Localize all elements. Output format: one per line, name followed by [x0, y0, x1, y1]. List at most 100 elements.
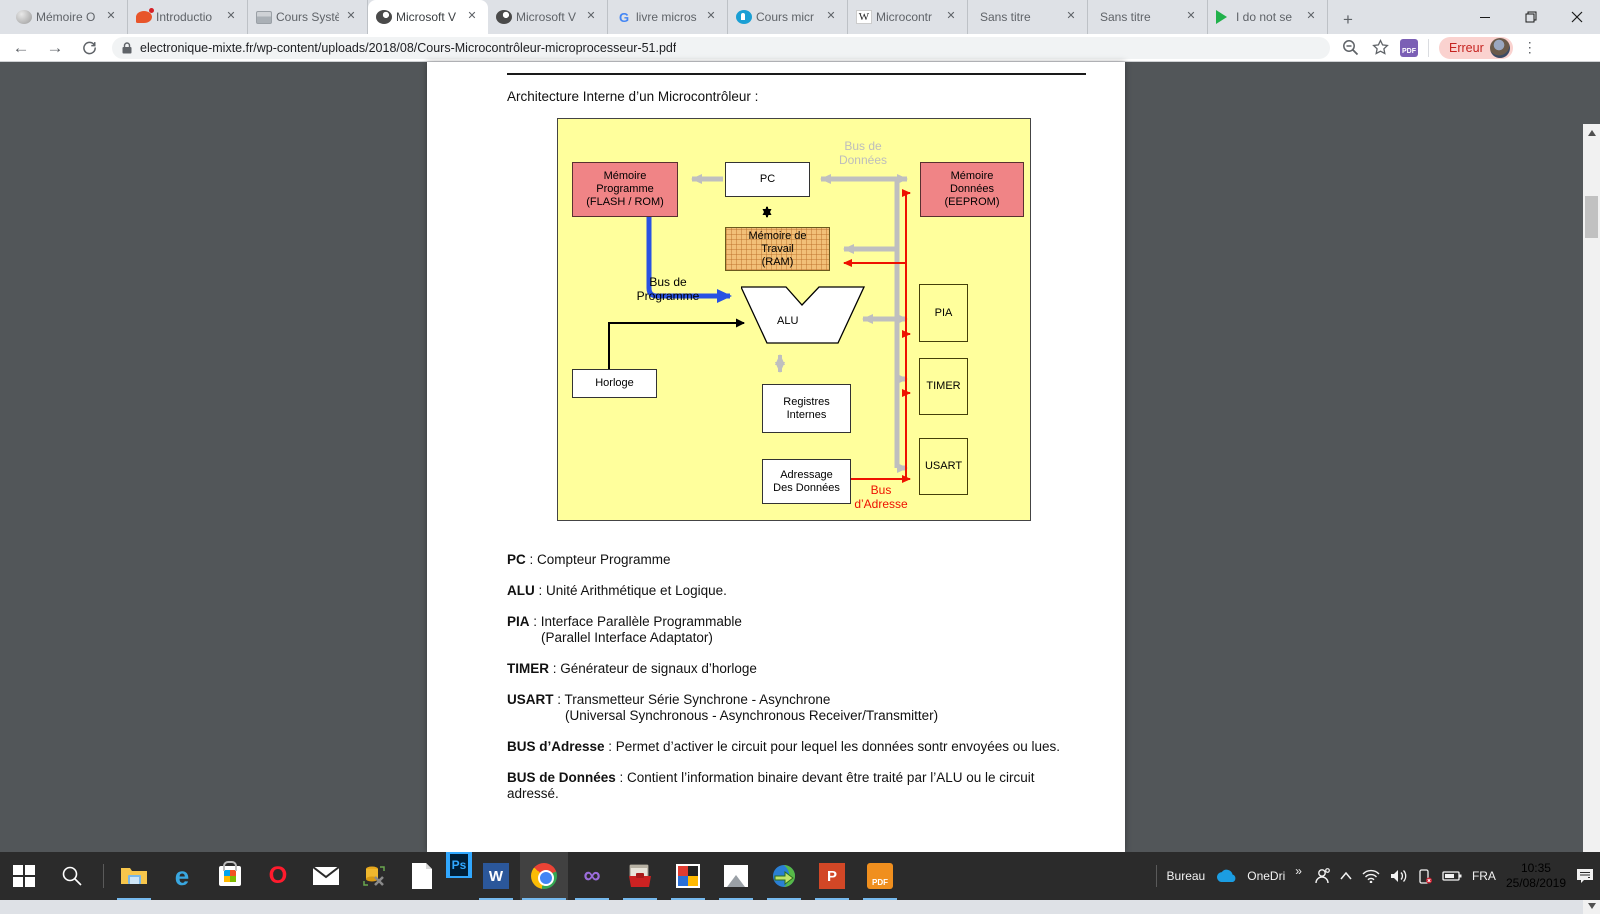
tray-overflow-chevron[interactable]: »	[1295, 864, 1302, 878]
search-button[interactable]	[48, 852, 96, 900]
tab-close-icon[interactable]: ✕	[106, 10, 116, 22]
avatar	[1489, 37, 1510, 58]
box-pc: PC	[725, 162, 810, 197]
tab-title: Sans titre	[980, 10, 1031, 24]
visual-studio-icon[interactable]: ∞	[568, 852, 616, 900]
tab-close-icon[interactable]: ✕	[586, 10, 596, 22]
address-bar[interactable]: electronique-mixte.fr/wp-content/uploads…	[112, 36, 1330, 59]
edge-icon[interactable]: e	[174, 860, 190, 891]
tab-close-icon[interactable]: ✕	[706, 10, 716, 22]
mail-icon[interactable]	[302, 852, 350, 900]
profile-button[interactable]: Erreur	[1439, 36, 1513, 59]
bus-wires	[608, 174, 911, 483]
tab-close-icon[interactable]: ✕	[946, 10, 956, 22]
tab-10[interactable]: Sans titre✕	[1088, 0, 1208, 34]
tab-1[interactable]: Mémoire O✕	[8, 0, 128, 34]
file-explorer-icon[interactable]	[110, 852, 158, 900]
microsoft-store-icon[interactable]	[206, 852, 254, 900]
toolbar-icons: PDF Erreur ⋮	[1340, 36, 1545, 59]
dark-globe-favicon-icon	[496, 10, 512, 24]
tab-5[interactable]: Microsoft V ✕	[488, 0, 608, 34]
tab-close-icon[interactable]: ✕	[826, 10, 836, 22]
onedrive-icon[interactable]	[1215, 869, 1237, 883]
tab-4[interactable]: Microsoft V✕	[368, 0, 488, 34]
notepad-icon[interactable]	[398, 852, 446, 900]
menu-dots-icon[interactable]: ⋮	[1522, 39, 1537, 55]
download-manager-icon[interactable]	[760, 852, 808, 900]
pdf-viewer-icon[interactable]: PDF	[1400, 38, 1418, 57]
tab-8[interactable]: W Microcontr ✕	[848, 0, 968, 34]
start-button[interactable]	[0, 852, 48, 900]
wikipedia-w-favicon-icon: W	[856, 10, 872, 24]
zoom-out-search-icon[interactable]	[1340, 38, 1360, 58]
word-icon[interactable]: W	[472, 852, 520, 900]
tab-close-icon[interactable]: ✕	[1186, 10, 1196, 22]
clock[interactable]: 10:35 25/08/2019	[1506, 861, 1566, 891]
bookmark-star-icon[interactable]	[1370, 38, 1390, 58]
photos-icon[interactable]	[712, 852, 760, 900]
label-bus-de-programme: Bus de Programme	[636, 275, 700, 303]
collage-app-icon[interactable]	[664, 852, 712, 900]
architecture-diagram: Mémoire Programme (FLASH / ROM) PC Mémoi…	[557, 118, 1031, 521]
page-top-rule	[507, 73, 1086, 75]
sphere-gray-favicon-icon	[16, 10, 32, 24]
tab-close-icon[interactable]: ✕	[346, 10, 356, 22]
tab-title: Microcontr	[876, 10, 933, 24]
new-tab-button[interactable]: +	[1343, 10, 1353, 29]
tab-3[interactable]: Cours Systè ✕	[248, 0, 368, 34]
tab-7[interactable]: Cours micr ✕	[728, 0, 848, 34]
tab-2[interactable]: Introductio✕	[128, 0, 248, 34]
close-button[interactable]	[1554, 0, 1600, 34]
tab-close-icon[interactable]: ✕	[1066, 10, 1076, 22]
scroll-up-icon[interactable]	[1583, 124, 1600, 141]
scrollbar-thumb[interactable]	[1585, 196, 1598, 238]
people-icon[interactable]	[1312, 868, 1330, 884]
action-center-icon[interactable]	[1576, 868, 1594, 884]
tab-9[interactable]: Sans titre ✕	[968, 0, 1088, 34]
foxit-pdf-icon[interactable]: PDF	[856, 852, 904, 900]
language-indicator[interactable]: FRA	[1471, 869, 1496, 883]
phone-blocked-icon[interactable]	[1418, 868, 1432, 884]
restore-button[interactable]	[1508, 0, 1554, 34]
tray-time: 10:35	[1520, 861, 1551, 875]
opera-icon[interactable]: O	[268, 862, 288, 889]
show-hidden-icons-chevron[interactable]	[1340, 872, 1352, 880]
tab-close-icon[interactable]: ✕	[1306, 10, 1316, 22]
browser-titlebar: Mémoire O✕Introductio✕Cours Systè✕Micros…	[0, 0, 1600, 34]
box-horloge: Horloge	[572, 369, 657, 398]
definition-usart: USART : Transmetteur Série Synchrone - A…	[507, 692, 939, 723]
tab-close-icon[interactable]: ✕	[226, 10, 236, 22]
blue-pin-favicon-icon	[736, 10, 752, 24]
tab-close-icon[interactable]: ✕	[467, 10, 477, 22]
photoshop-icon[interactable]: Ps	[446, 852, 472, 878]
powerpoint-icon[interactable]: P	[808, 852, 856, 900]
back-arrow-icon[interactable]: ←	[12, 37, 30, 57]
desktop-label[interactable]: Bureau	[1166, 869, 1206, 883]
chrome-icon[interactable]	[520, 852, 568, 900]
tab-title: Cours micr	[756, 10, 815, 24]
wifi-icon[interactable]	[1362, 869, 1380, 883]
forward-arrow-icon[interactable]: →	[46, 37, 64, 57]
reload-icon[interactable]	[76, 35, 102, 61]
definition-alu: ALU : Unité Arithmétique et Logique.	[507, 583, 727, 598]
box-registres-internes: Registres Internes	[762, 384, 851, 433]
toolbox-icon[interactable]	[616, 852, 664, 900]
tab-11[interactable]: I do not se✕	[1208, 0, 1328, 34]
minimize-button[interactable]	[1462, 0, 1508, 34]
tab-title: Cours Systè	[276, 10, 339, 24]
box-adressage-donnees: Adressage Des Données	[762, 459, 851, 504]
doc-title: Architecture Interne d’un Microcontrôleu…	[507, 89, 759, 104]
vertical-scrollbar[interactable]	[1583, 124, 1600, 914]
lock-icon	[122, 41, 132, 54]
google-g-favicon-icon: G	[618, 9, 630, 25]
database-tools-icon[interactable]	[350, 852, 398, 900]
tab-title: Microsoft V	[516, 10, 577, 24]
battery-icon[interactable]	[1442, 870, 1462, 882]
onedrive-label[interactable]: OneDri	[1247, 869, 1286, 883]
box-usart: USART	[919, 438, 968, 495]
volume-icon[interactable]	[1390, 869, 1408, 883]
